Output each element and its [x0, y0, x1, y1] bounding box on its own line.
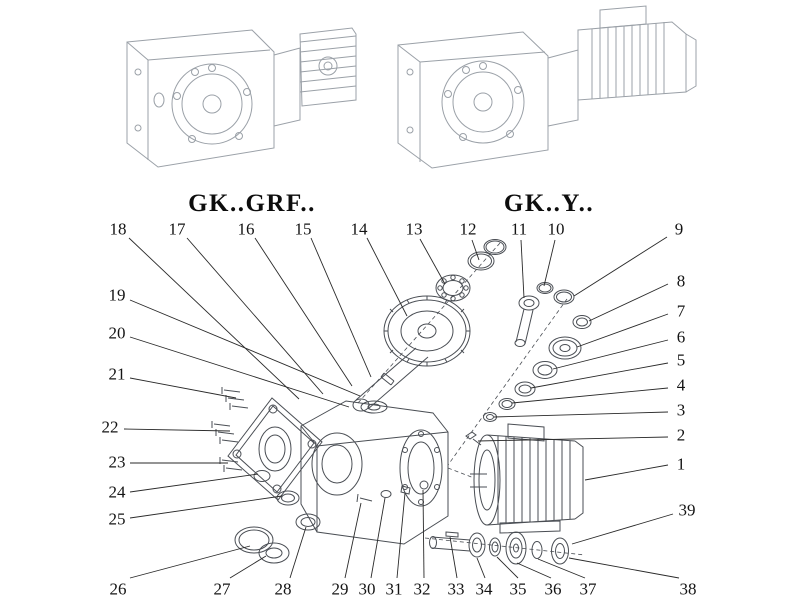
callout-18: 18	[109, 219, 127, 239]
exploded-seals-and-rings	[234, 470, 321, 564]
exploded-motor	[470, 423, 584, 534]
callout-8: 8	[676, 271, 686, 291]
leader-line-5	[530, 362, 669, 389]
callout-32: 32	[413, 579, 431, 599]
exploded-output-shaft-assembly	[429, 531, 569, 565]
callout-30: 30	[358, 579, 376, 599]
callout-7: 7	[676, 301, 686, 321]
callout-12: 12	[459, 219, 477, 239]
leader-line-31	[396, 492, 406, 579]
callout-22: 22	[101, 417, 119, 437]
callout-6: 6	[676, 327, 686, 347]
callout-10: 10	[547, 219, 565, 239]
leader-line-24	[129, 473, 259, 493]
leader-line-29	[344, 502, 362, 579]
gearbox-grf-drawing	[126, 27, 357, 168]
exploded-main-bearing	[435, 274, 471, 302]
leader-line-32	[422, 489, 425, 579]
leader-line-19	[129, 299, 361, 397]
exploded-housing	[300, 400, 449, 545]
leader-line-38	[568, 557, 680, 579]
leader-line-17	[186, 237, 324, 395]
leader-line-1	[584, 464, 669, 481]
leader-line-25	[129, 495, 283, 519]
callout-21: 21	[108, 364, 126, 384]
gearbox-y-drawing	[397, 5, 697, 169]
leader-line-3	[493, 411, 669, 418]
callout-1: 1	[676, 454, 686, 474]
leader-line-8	[588, 283, 669, 322]
assembly-axis-lines	[357, 242, 586, 556]
callout-16: 16	[237, 219, 255, 239]
leader-line-4	[511, 387, 669, 404]
callout-37: 37	[579, 579, 597, 599]
callout-9: 9	[674, 219, 684, 239]
leader-line-21	[129, 377, 237, 399]
leader-line-35	[496, 556, 519, 579]
exploded-gear-shaft	[352, 295, 471, 412]
callout-17: 17	[168, 219, 186, 239]
leader-line-30	[370, 497, 386, 579]
callout-39: 39	[678, 500, 696, 520]
callout-26: 26	[109, 579, 127, 599]
leader-line-37	[537, 558, 586, 579]
callout-3: 3	[676, 400, 686, 420]
exploded-view-drawing	[211, 239, 592, 565]
leader-line-22	[123, 428, 231, 432]
variant-title-grf: GK..GRF..	[188, 190, 316, 217]
leader-line-6	[552, 339, 669, 370]
leader-line-20	[129, 336, 350, 408]
callout-27: 27	[213, 579, 231, 599]
callout-29: 29	[331, 579, 349, 599]
exploded-retaining-rings	[467, 239, 507, 271]
leader-line-27	[229, 555, 267, 579]
leader-line-39	[571, 513, 674, 545]
callout-14: 14	[350, 219, 368, 239]
leader-line-13	[419, 238, 446, 285]
callout-34: 34	[475, 579, 493, 599]
callout-23: 23	[108, 452, 126, 472]
callout-15: 15	[294, 219, 312, 239]
callout-33: 33	[447, 579, 465, 599]
leader-line-11	[520, 239, 525, 299]
callout-11: 11	[510, 219, 528, 239]
leader-line-12	[471, 239, 480, 261]
callout-38: 38	[679, 579, 697, 599]
callout-4: 4	[676, 375, 686, 395]
leader-line-15	[310, 237, 372, 378]
callout-24: 24	[108, 482, 126, 502]
leader-line-26	[129, 545, 251, 579]
callout-35: 35	[509, 579, 527, 599]
callout-19: 19	[108, 285, 126, 305]
leader-line-34	[476, 557, 486, 579]
callout-31: 31	[385, 579, 403, 599]
leader-line-10	[543, 239, 556, 287]
callout-13: 13	[405, 219, 423, 239]
leader-line-14	[366, 237, 408, 317]
leader-line-2	[477, 436, 669, 442]
leader-line-33	[449, 536, 458, 579]
leader-line-7	[576, 313, 669, 348]
leader-line-18	[128, 237, 300, 400]
exploded-flange-plate	[227, 397, 323, 501]
exploded-small-fasteners	[356, 480, 429, 503]
callout-25: 25	[108, 509, 126, 529]
leader-line-9	[573, 236, 668, 297]
callout-5: 5	[676, 350, 686, 370]
callout-20: 20	[108, 323, 126, 343]
callout-2: 2	[676, 425, 686, 445]
variant-title-y: GK..Y..	[503, 190, 595, 217]
callout-36: 36	[544, 579, 562, 599]
leader-line-36	[516, 562, 552, 579]
callout-28: 28	[274, 579, 292, 599]
leader-line-16	[254, 237, 353, 387]
leader-line-28	[289, 526, 307, 579]
